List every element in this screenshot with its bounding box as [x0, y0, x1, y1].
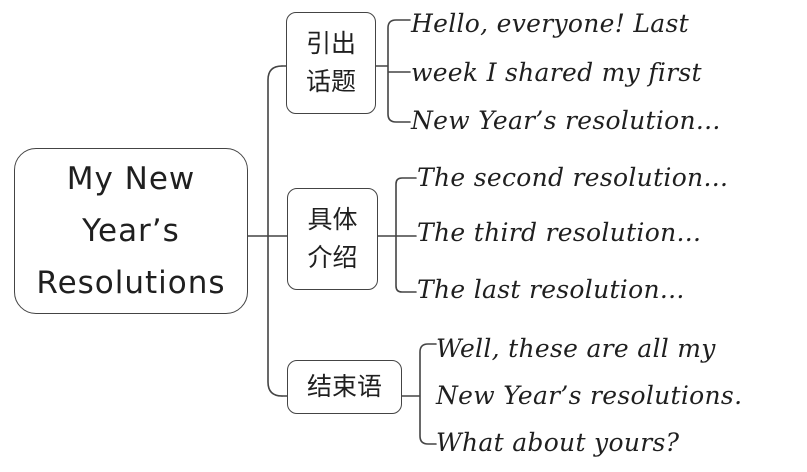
trunk-line: [267, 65, 283, 397]
root-title: My New Year’s Resolutions: [36, 161, 226, 301]
leaf-conclusion-line-1: Well, these are all my: [436, 334, 716, 363]
branch-conclusion: 结束语: [287, 360, 402, 414]
root-node: My New Year’s Resolutions: [14, 148, 248, 314]
branch-conclusion-label: 结束语: [306, 372, 382, 401]
bracket-3: [401, 343, 437, 445]
leaf-conclusion-line-3: What about yours?: [436, 428, 680, 457]
branch-details-label: 具体 介绍: [307, 205, 358, 272]
branch-intro-topic: 引出 话题: [286, 12, 376, 114]
leaf-intro-line-2: week I shared my first: [411, 58, 702, 87]
leaf-intro-line-1: Hello, everyone! Last: [411, 9, 689, 38]
leaf-details-line-1: The second resolution...: [417, 163, 729, 192]
bracket-2: [377, 177, 417, 293]
branch-details: 具体 介绍: [287, 188, 378, 290]
leaf-intro-line-3: New Year’s resolution...: [411, 106, 721, 135]
leaf-conclusion-line-2: New Year’s resolutions.: [436, 381, 743, 410]
leaf-details-line-2: The third resolution...: [417, 218, 702, 247]
bracket-1: [375, 19, 411, 123]
branch-intro-topic-label: 引出 话题: [305, 29, 356, 96]
leaf-details-line-3: The last resolution...: [417, 275, 685, 304]
